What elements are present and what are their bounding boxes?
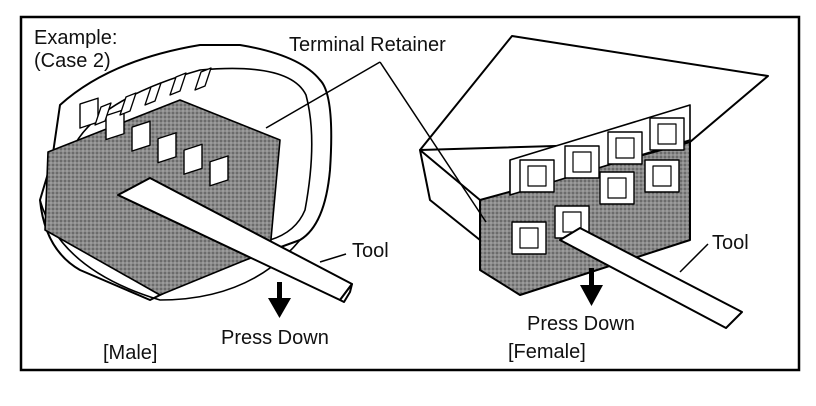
figure-frame (19, 15, 801, 372)
tool-label-female: Tool (712, 232, 749, 254)
leader-lines (265, 61, 709, 273)
female-connector (419, 35, 769, 329)
press-down-label-male: Press Down (221, 327, 329, 349)
press-down-arrow-male-icon (268, 282, 291, 318)
male-label: [Male] (103, 342, 158, 364)
press-down-label-female: Press Down (527, 313, 635, 335)
male-connector (39, 44, 353, 303)
press-down-arrow-female-icon (580, 268, 603, 306)
case-label: (Case 2) (34, 50, 111, 72)
example-label: Example: (34, 27, 118, 49)
tool-label-male: Tool (352, 240, 389, 262)
female-label: [Female] (508, 341, 586, 363)
terminal-retainer-label: Terminal Retainer (289, 34, 446, 56)
